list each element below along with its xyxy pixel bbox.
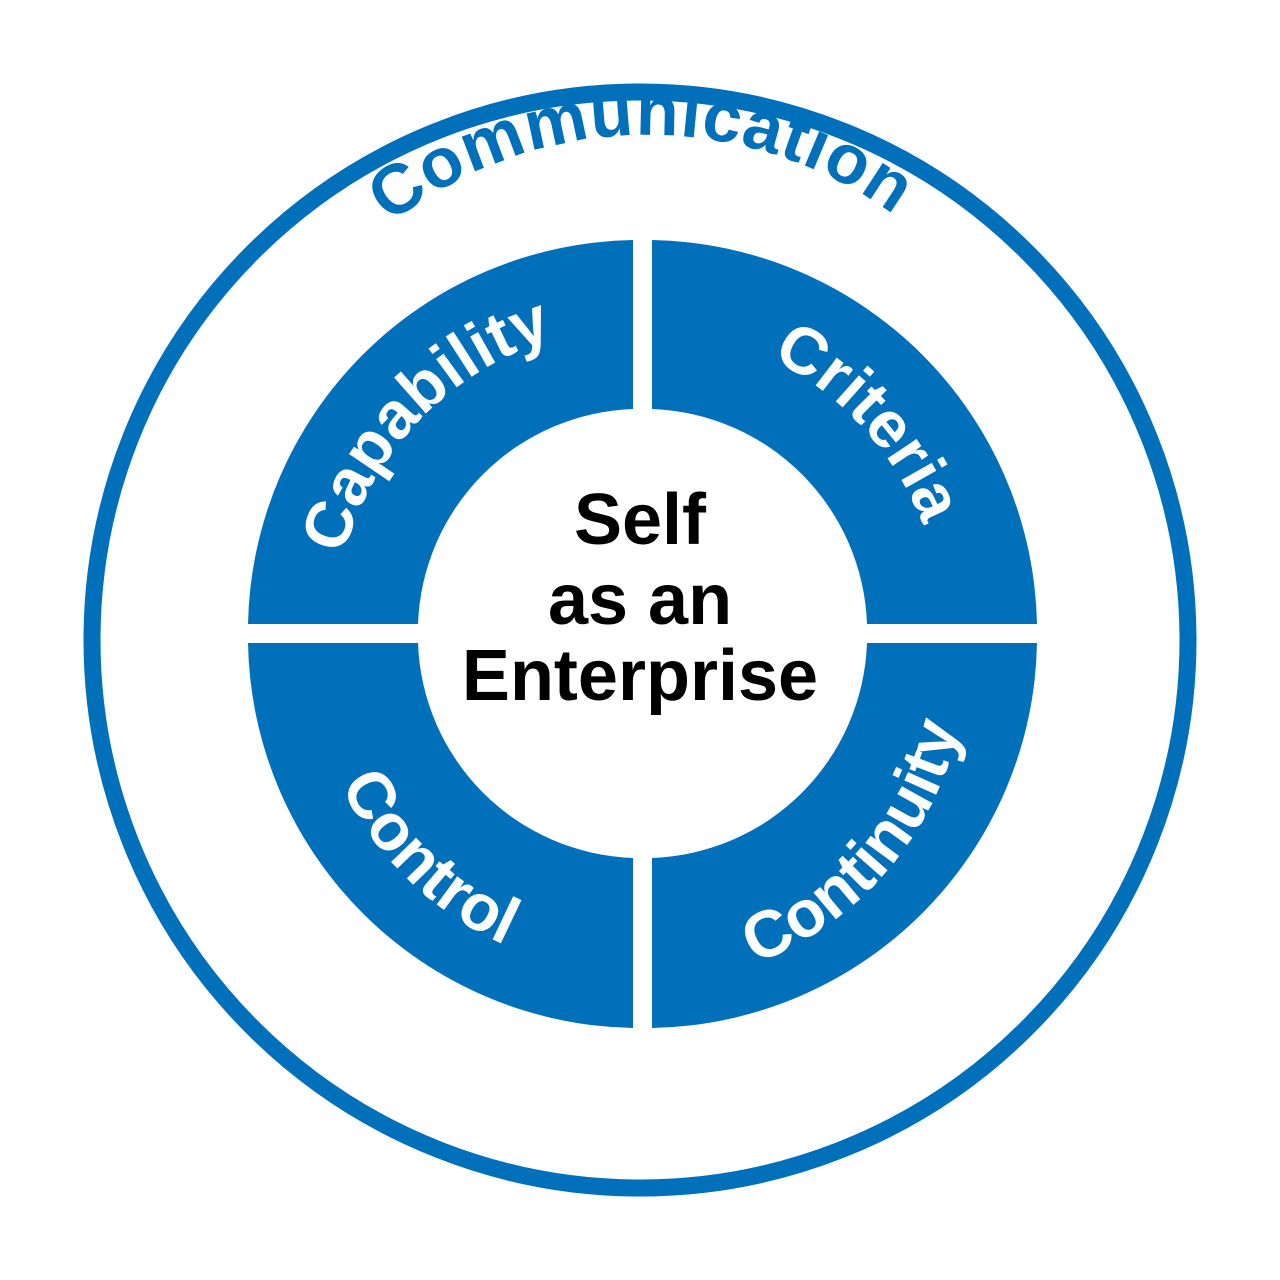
center-line-1: Self: [574, 480, 707, 560]
center-line-3: Enterprise: [462, 636, 818, 716]
center-title: Self as an Enterprise: [462, 480, 818, 716]
svg-text:Communication: Communication: [353, 71, 929, 235]
quadrant-control: [248, 643, 633, 1028]
center-line-2: as an: [548, 560, 732, 640]
quadrant-capability: [248, 240, 633, 624]
quadrant-ring: [248, 240, 1037, 1028]
quadrant-criteria: [652, 240, 1037, 624]
quadrant-continuity: [652, 643, 1037, 1028]
outer-ring: [83, 83, 1197, 1197]
communication-label: Communication: [353, 71, 928, 235]
